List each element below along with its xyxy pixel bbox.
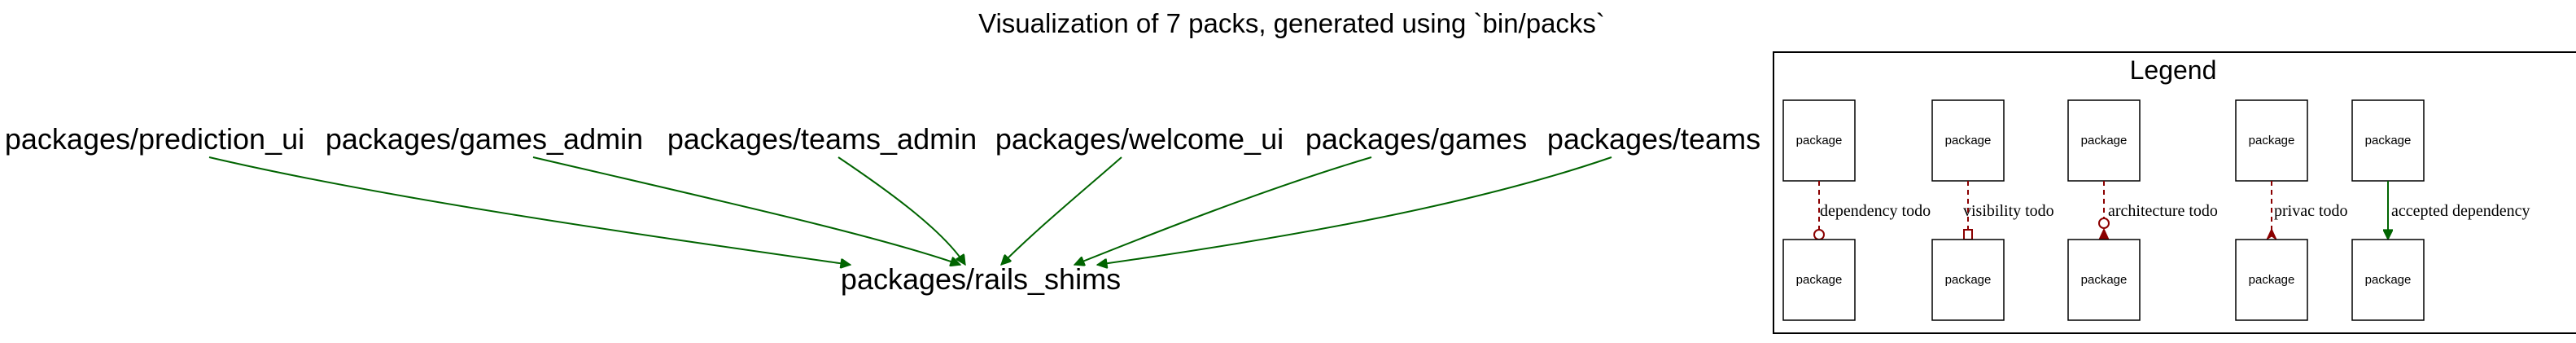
- legend-target-package-label: package: [2081, 273, 2128, 287]
- open-circle-arrowhead-icon: [1813, 229, 1825, 240]
- filled-triangle-arrowhead-icon: [2098, 227, 2110, 240]
- open-box-arrowhead-icon: [1963, 229, 1973, 240]
- legend: Legend package package dependency todo p…: [1773, 51, 2576, 334]
- legend-source-package-box: [2067, 99, 2141, 182]
- legend-source-package-label: package: [2249, 134, 2295, 147]
- legend-frame: [1773, 51, 2576, 334]
- legend-edge-label: architecture todo: [2108, 202, 2218, 220]
- legend-item-architecture-todo: package package architecture todo: [2067, 99, 2218, 321]
- legend-target-package-label: package: [1796, 273, 1843, 287]
- node-welcome-ui[interactable]: packages/welcome_ui: [995, 122, 1284, 156]
- edge-games-admin-to-rails-shims: [532, 156, 960, 265]
- legend-source-package-box: [2351, 99, 2425, 182]
- legend-edge-label: dependency todo: [1820, 202, 1931, 220]
- legend-source-package-box: [1931, 99, 2005, 182]
- legend-target-package-box: [1931, 239, 2005, 321]
- legend-item-privac-todo: package package privac todo: [2235, 99, 2348, 321]
- legend-source-package-label: package: [1796, 134, 1843, 147]
- node-teams-admin[interactable]: packages/teams_admin: [667, 122, 977, 156]
- legend-target-package-box: [1782, 239, 1856, 321]
- legend-source-package-label: package: [1945, 134, 1992, 147]
- edge-welcome-ui-to-rails-shims: [1001, 156, 1122, 265]
- legend-source-package-label: package: [2365, 134, 2412, 147]
- legend-item-visibility-todo: package package visibility todo: [1931, 99, 2054, 321]
- legend-target-package-box: [2235, 239, 2308, 321]
- edge-teams-admin-to-rails-shims: [838, 156, 966, 265]
- edge-teams-to-rails-shims: [1097, 156, 1612, 265]
- legend-source-package-box: [1782, 99, 1856, 182]
- node-games-admin[interactable]: packages/games_admin: [326, 122, 643, 156]
- diagram-title: Visualization of 7 packs, generated usin…: [978, 8, 1605, 38]
- legend-edge-label: visibility todo: [1963, 202, 2054, 220]
- node-teams[interactable]: packages/teams: [1547, 122, 1760, 156]
- legend-source-package-label: package: [2081, 134, 2128, 147]
- node-rails-shims[interactable]: packages/rails_shims: [841, 262, 1121, 296]
- legend-title: Legend: [2130, 55, 2217, 85]
- legend-source-package-box: [2235, 99, 2308, 182]
- legend-edge-label: privac todo: [2274, 202, 2348, 220]
- edge-games-to-rails-shims: [1074, 156, 1372, 265]
- legend-target-package-box: [2351, 239, 2425, 321]
- package-nodes: packages/prediction_ui packages/games_ad…: [5, 122, 1760, 296]
- legend-target-package-box: [2067, 239, 2141, 321]
- legend-target-package-label: package: [2365, 273, 2412, 287]
- dependency-edges: [208, 156, 1612, 265]
- legend-item-dependency-todo: package package dependency todo: [1782, 99, 1931, 321]
- legend-target-package-label: package: [2249, 273, 2295, 287]
- node-games[interactable]: packages/games: [1305, 122, 1527, 156]
- notched-triangle-arrowhead-icon: [2265, 227, 2278, 241]
- node-prediction-ui[interactable]: packages/prediction_ui: [5, 122, 304, 156]
- legend-item-accepted-dependency: package package accepted dependency: [2351, 99, 2530, 321]
- edge-prediction-ui-to-rails-shims: [208, 156, 851, 265]
- legend-edge-label: accepted dependency: [2391, 202, 2530, 220]
- legend-target-package-label: package: [1945, 273, 1992, 287]
